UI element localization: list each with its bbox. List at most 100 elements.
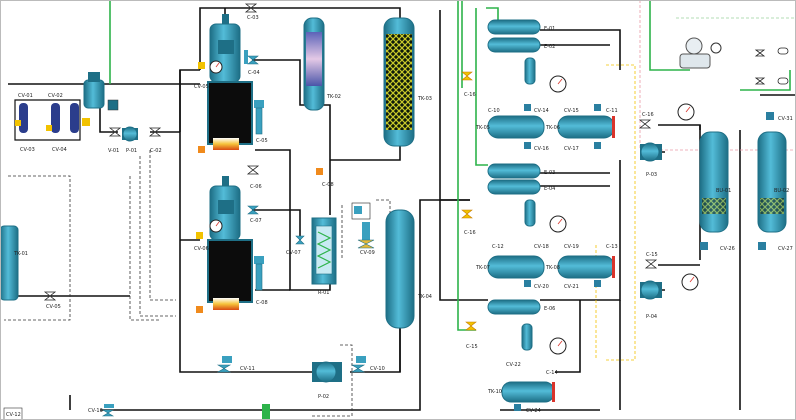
label-e01: E-01: [544, 26, 555, 32]
instrument-lines: [4, 150, 391, 417]
label-cv05b: CV-05: [194, 84, 209, 90]
label-e02: E-02: [544, 44, 555, 50]
control-valve-icon[interactable]: [254, 256, 264, 291]
valve-icon[interactable]: [461, 71, 473, 81]
label-cv14: CV-14: [534, 108, 549, 114]
label-c15b: C-15: [646, 252, 658, 258]
label-c16c: C-16: [642, 112, 654, 118]
label-cv31: CV-31: [778, 116, 793, 122]
control-valve-icon[interactable]: [247, 55, 259, 65]
indicator-light: [196, 306, 203, 313]
label-e06: E-06: [544, 306, 555, 312]
label-c11: C-11: [606, 108, 618, 114]
instrument-box-icon[interactable]: [351, 202, 375, 249]
label-c04: C-04: [248, 70, 260, 76]
label-cv20: CV-20: [534, 284, 549, 290]
pump-icon[interactable]: [312, 361, 342, 383]
valve-icon[interactable]: [644, 259, 658, 269]
label-c07: C-07: [250, 218, 262, 224]
label-cv07: CV-07: [286, 250, 301, 256]
control-valve-icon[interactable]: [350, 356, 366, 373]
pump-icon[interactable]: [122, 126, 138, 142]
control-valve-icon[interactable]: [295, 235, 305, 245]
green-indicator: [262, 404, 270, 420]
label-e03: E-03: [544, 170, 555, 176]
instrument-box-icon[interactable]: [524, 280, 531, 287]
label-c10: C-10: [488, 108, 500, 114]
tank-tk02: [303, 17, 325, 111]
filter-vessel-left2: [51, 103, 60, 133]
tank-tk10: [501, 381, 555, 403]
valve-icon[interactable]: [43, 291, 57, 301]
filter-vessel-left3: [70, 103, 79, 133]
indicator-light: [198, 146, 205, 153]
indicator-light: [82, 118, 90, 126]
instrument-box-icon[interactable]: [524, 104, 531, 111]
label-cv04: CV-04: [52, 147, 67, 153]
valve-icon[interactable]: [461, 209, 473, 219]
exchanger-e03: [487, 163, 541, 179]
valve-icon[interactable]: [638, 119, 652, 129]
instrument-box-icon[interactable]: [594, 142, 601, 149]
label-tk07: TK-07: [475, 265, 490, 271]
valve-icon[interactable]: [244, 3, 258, 13]
instrument-box-icon[interactable]: [758, 242, 766, 250]
label-tk04: TK-04: [417, 294, 432, 300]
tank-tk06: [557, 115, 615, 139]
control-valve-icon[interactable]: [247, 205, 259, 215]
label-cv18: CV-18: [534, 244, 549, 250]
instrument-box-icon[interactable]: [766, 112, 774, 120]
label-p04: P-04: [646, 314, 657, 320]
instrument-box-icon[interactable]: [594, 104, 601, 111]
exchanger-e04: [487, 179, 541, 195]
indicator-light: [15, 120, 21, 126]
label-cv13: CV-13: [88, 408, 103, 414]
label-bu01: BU-01: [716, 188, 731, 194]
exchanger-e02: [487, 37, 541, 53]
label-p01: P-01: [126, 148, 137, 154]
valve-icon[interactable]: [246, 165, 260, 175]
label-cv09: CV-09: [360, 250, 375, 256]
label-c08b: C-08: [322, 182, 334, 188]
instrument-box-icon[interactable]: [594, 280, 601, 287]
label-cv27: CV-27: [778, 246, 793, 252]
valve-icon[interactable]: [754, 49, 766, 57]
valve-icon[interactable]: [108, 127, 122, 137]
tank-tk03: [383, 17, 415, 147]
small-vertical-vessel: [524, 57, 536, 85]
small-vertical-vessel: [521, 323, 533, 351]
label-tk08: TK-08: [545, 265, 560, 271]
instrument-box-icon[interactable]: [700, 242, 708, 250]
control-valve-icon[interactable]: [216, 356, 232, 373]
label-cv01: CV-01: [18, 93, 33, 99]
valve-icon[interactable]: [754, 77, 766, 85]
label-c16b: C-16: [464, 230, 476, 236]
label-c12: C-12: [492, 244, 504, 250]
instrument-box-icon[interactable]: [524, 142, 531, 149]
valve-icon[interactable]: [148, 127, 162, 137]
pump-icon[interactable]: [640, 280, 662, 300]
label-e04: E-04: [544, 186, 555, 192]
indicator-light: [316, 168, 323, 175]
level-indicator: [612, 256, 615, 278]
label-c16: C-16: [464, 92, 476, 98]
compressor-icon: [679, 37, 722, 69]
label-cv06: CV-06: [194, 246, 209, 252]
indicator-light: [198, 62, 205, 69]
label-cv12: CV-12: [6, 412, 21, 418]
label-cv21: CV-21: [564, 284, 579, 290]
pump-icon[interactable]: [640, 142, 662, 162]
valve-icon[interactable]: [465, 321, 477, 331]
label-bu02: BU-02: [774, 188, 789, 194]
control-valve-icon[interactable]: [254, 100, 264, 135]
label-cv02: CV-02: [48, 93, 63, 99]
instrument-box-icon[interactable]: [514, 404, 521, 411]
heater-coil-icon: [311, 217, 337, 285]
tank-tk04: [385, 209, 415, 329]
label-cv22: CV-22: [506, 362, 521, 368]
control-valve-icon[interactable]: [101, 404, 115, 417]
label-cv17: CV-17: [564, 146, 579, 152]
label-cv26: CV-26: [720, 246, 735, 252]
label-tk10: TK-10: [487, 389, 502, 395]
